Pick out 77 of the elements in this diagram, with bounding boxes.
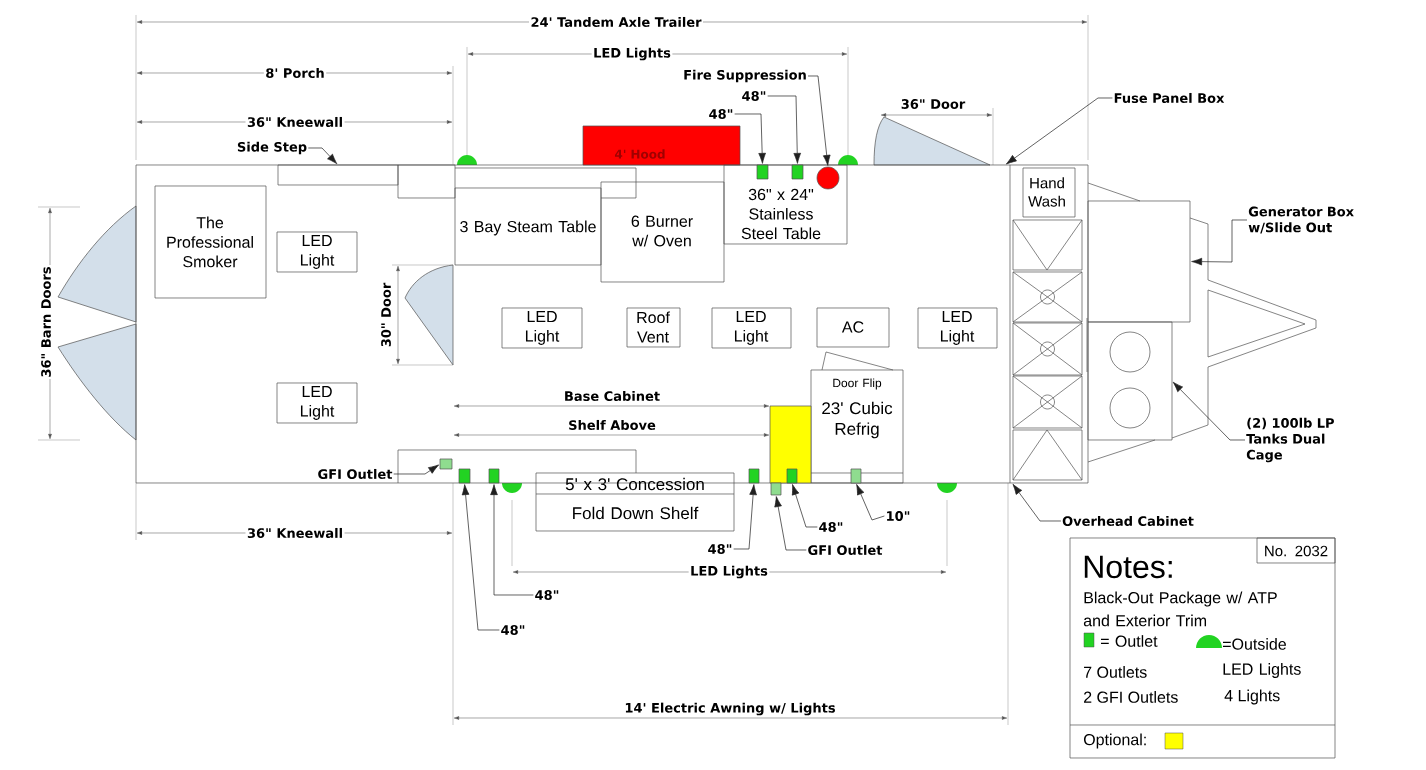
dimension-label: LED Lights	[688, 564, 770, 580]
leader-line	[791, 484, 818, 528]
outlet-marker	[770, 482, 782, 496]
leader-line	[856, 484, 885, 521]
dimension-label: LED Lights	[591, 46, 673, 62]
shelf-box: 5' x 3' Concession Fold Down Shelf	[535, 472, 735, 532]
light-fixture-box: LED Light	[917, 307, 998, 349]
leader-line	[733, 484, 757, 550]
dimension-label: Shelf Above	[566, 418, 658, 432]
callout-label: 48"	[709, 109, 733, 119]
callout-label: Generator Box w/Slide Out	[1248, 206, 1354, 234]
leader-line	[767, 95, 802, 164]
outlet-marker	[850, 468, 862, 484]
outlet-marker	[488, 468, 500, 484]
ac-unit-box: AC	[816, 307, 890, 348]
callout-label: Fire Suppression	[684, 69, 806, 83]
hood-box: 4' Hood	[582, 125, 741, 166]
callout-label: Fuse Panel Box	[1114, 92, 1225, 104]
vent-box: Roof Vent	[626, 307, 681, 348]
legend-label: =Outside LED Lights	[1223, 638, 1301, 678]
dimension-label: 24' Tandem Axle Trailer	[529, 15, 703, 29]
range-box: 6 Burner w/ Oven	[600, 181, 725, 283]
generator-box	[1087, 200, 1191, 323]
callout-label: 10"	[887, 511, 910, 521]
leader-line	[807, 75, 831, 166]
smoker-box: The Professional Smoker	[154, 185, 267, 299]
callout-label: 48"	[819, 522, 843, 532]
callout-label: GFI Outlet	[318, 468, 393, 480]
light-fixture-box: LED Light	[276, 231, 358, 273]
light-fixture-box: LED Light	[276, 382, 358, 424]
dimension-label: 36" Kneewall	[245, 526, 345, 540]
table-box: 36" x 24" Stainless Steel Table	[723, 164, 848, 245]
fire-suppression-marker	[816, 166, 840, 190]
outlet-marker	[791, 164, 804, 180]
callout-label: Side Step	[237, 141, 307, 155]
dimension-label: Base Cabinet	[562, 389, 662, 403]
dimension-label: 8' Porch	[263, 66, 327, 80]
hand-sink-box: Hand Wash	[1022, 167, 1076, 218]
tank-cage-box	[1087, 321, 1173, 441]
leader-line	[490, 484, 534, 596]
legend-label: = Outlet	[1101, 635, 1158, 647]
dimension-label: 30" Door	[379, 281, 393, 349]
dimension-label: 36" Door	[899, 97, 967, 111]
callout-label: 48"	[742, 91, 766, 101]
leader-line	[1191, 219, 1248, 266]
leader-line	[1005, 97, 1113, 165]
light-fixture-box: LED Light	[711, 307, 792, 349]
light-fixture-box: LED Light	[501, 307, 583, 349]
leader-line	[1172, 381, 1246, 441]
dimension-label: 14' Electric Awning w/ Lights	[622, 701, 838, 717]
callout-label: 48"	[535, 590, 559, 600]
outlet-marker	[439, 458, 453, 470]
leader-line	[734, 113, 766, 164]
outlet-marker	[756, 164, 769, 180]
number-box: No. 2032	[1256, 537, 1336, 564]
leader-line	[461, 484, 500, 631]
note-text: 4 Lights	[1224, 689, 1280, 705]
leader-line	[1012, 483, 1062, 522]
legend-label: Optional:	[1083, 733, 1146, 749]
callout-label: 48"	[501, 625, 525, 635]
leader-line	[774, 496, 807, 551]
outlet-marker	[748, 468, 760, 484]
optional-box	[769, 405, 812, 484]
step-box	[277, 164, 399, 186]
note-text: 2 GFI Outlets	[1084, 691, 1178, 703]
dimension-label: 36" Kneewall	[245, 115, 345, 129]
callout-label: Overhead Cabinet	[1062, 515, 1194, 527]
leader-line	[393, 464, 440, 475]
callout-label: GFI Outlet	[808, 544, 883, 556]
callout-label: 48"	[708, 544, 732, 554]
note-text: 7 Outlets	[1084, 666, 1147, 678]
outlet-marker	[786, 468, 798, 484]
steam-table-box: 3 Bay Steam Table	[454, 187, 602, 266]
dimension-label: 36" Barn Doors	[39, 264, 53, 380]
callout-label: (2) 100lb LP Tanks Dual Cage	[1246, 417, 1334, 463]
leader-line	[307, 147, 338, 165]
outlet-marker	[458, 468, 471, 484]
